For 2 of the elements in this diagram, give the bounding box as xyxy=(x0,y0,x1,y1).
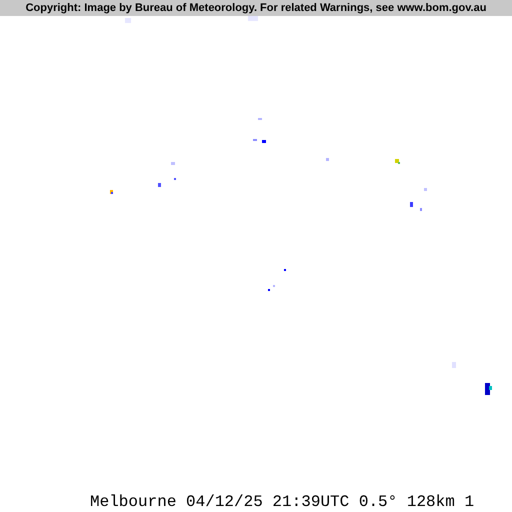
copyright-banner: Copyright: Image by Bureau of Meteorology. For related Warnings, see www.bom.gov.au xyxy=(0,0,512,16)
radar-caption: Melbourne 04/12/25 21:39UTC 0.5° 128km 1 xyxy=(90,493,474,511)
